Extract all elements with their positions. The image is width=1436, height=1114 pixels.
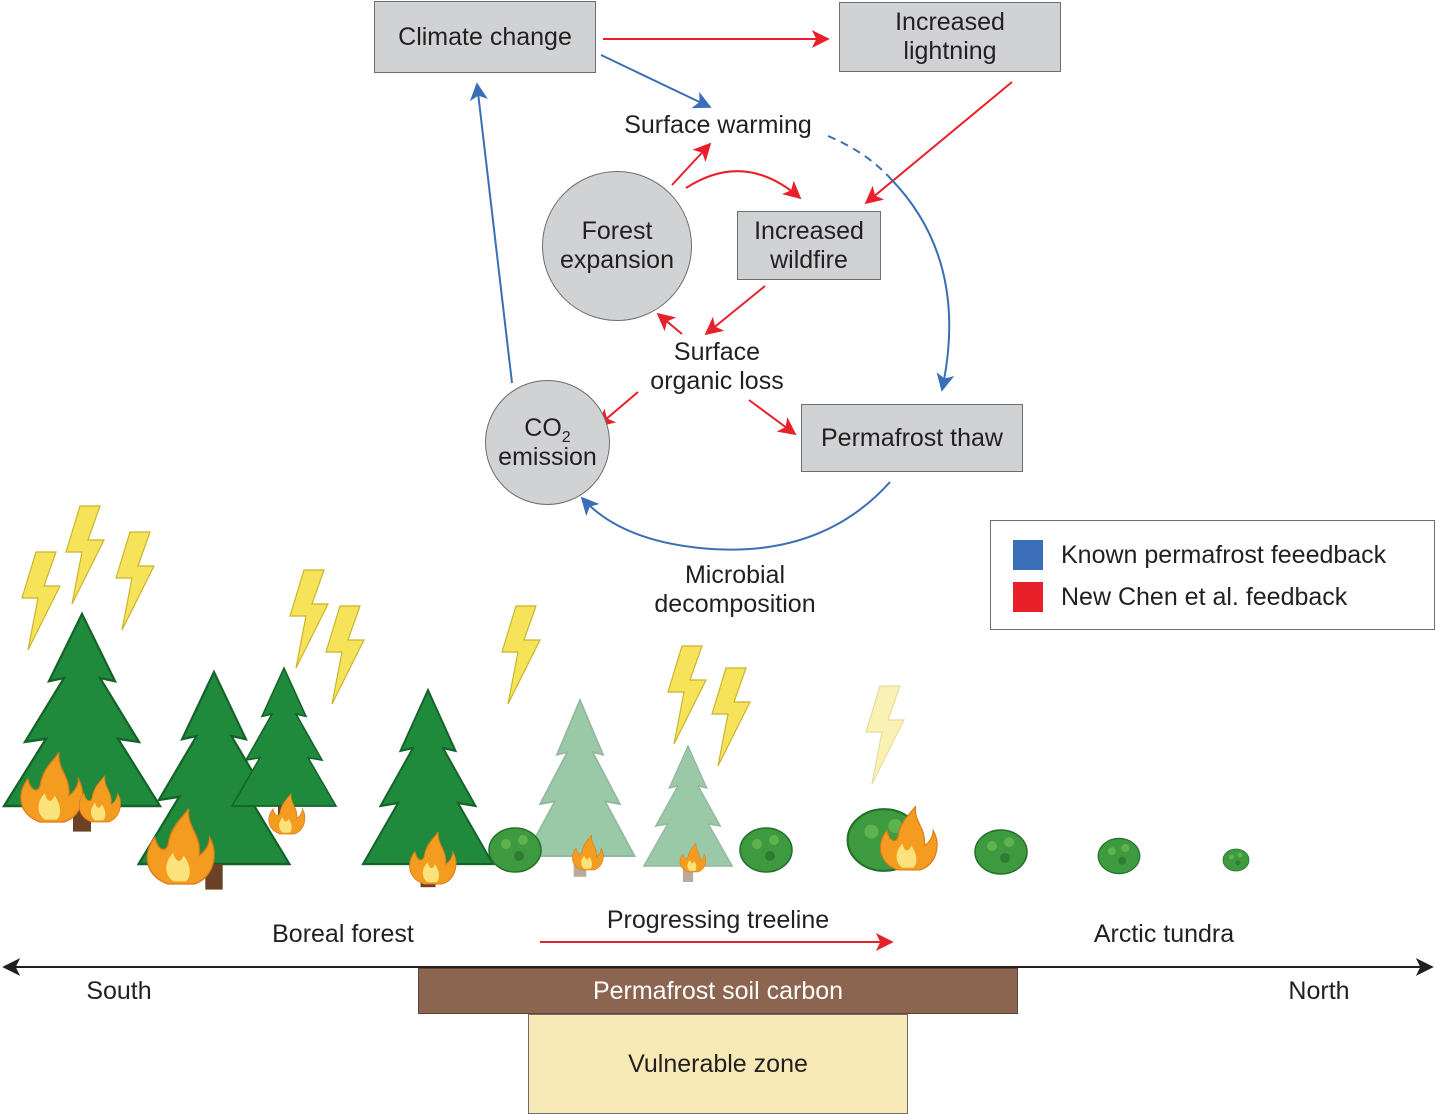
node-permafrost-thaw: Permafrost thaw — [801, 404, 1023, 472]
node-emission-label: emission — [498, 442, 597, 471]
shrub-icon — [739, 827, 793, 873]
legend-label-new: New Chen et al. feedback — [1061, 582, 1348, 611]
legend-item-known: Known permafrost feeedback — [1013, 540, 1386, 570]
lightning-bolt-icon — [115, 531, 155, 631]
node-forest-expansion: Forest expansion — [542, 171, 692, 321]
arrow-organic-to-thaw — [748, 399, 797, 436]
arrow-co2-to-climate — [469, 82, 513, 384]
legend-swatch-red — [1013, 582, 1043, 612]
node-increased-lightning-label: Increased lightning — [895, 8, 1005, 65]
label-permafrost-soil-carbon: Permafrost soil carbon — [592, 976, 844, 1005]
arrow-forest-to-warming — [671, 142, 712, 186]
co2-subscript: 2 — [561, 428, 571, 446]
node-co2-emission: CO2 emission — [485, 380, 610, 505]
node-increased-wildfire-label: Increased wildfire — [754, 216, 864, 274]
arrow-organic-to-forest — [656, 312, 683, 335]
lightning-bolt-icon — [865, 685, 905, 785]
arrow-warming-to-thaw — [889, 177, 955, 392]
legend-label-known: Known permafrost feeedback — [1061, 540, 1387, 569]
arrow-thaw-to-co2 — [580, 481, 891, 551]
lightning-bolt-icon — [325, 605, 365, 705]
lightning-bolt-icon — [711, 667, 751, 767]
lightning-bolt-icon — [289, 569, 329, 669]
node-co2-label: CO2 — [524, 413, 571, 446]
shrub-icon — [1222, 848, 1250, 872]
node-climate-change: Climate change — [374, 1, 596, 73]
label-south: South — [86, 977, 152, 1005]
node-surface-warming: Surface warming — [624, 111, 812, 139]
lightning-bolt-icon — [65, 505, 105, 605]
label-vulnerable-zone: Vulnerable zone — [628, 1049, 808, 1078]
label-north: North — [1288, 977, 1350, 1005]
lightning-bolt-icon — [667, 645, 707, 745]
legend-item-new: New Chen et al. feedback — [1013, 582, 1347, 612]
node-surface-organic-loss: Surface organic loss — [650, 338, 784, 395]
co2-text: CO — [524, 413, 562, 442]
node-increased-wildfire: Increased wildfire — [737, 211, 881, 280]
node-climate-change-label: Climate change — [398, 22, 572, 51]
label-microbial-decomposition: Microbial decomposition — [654, 561, 816, 618]
arrow-wildfire-to-organic — [704, 285, 766, 336]
label-progressing-treeline: Progressing treeline — [606, 906, 830, 934]
label-boreal-forest: Boreal forest — [272, 920, 414, 948]
vulnerable-zone-box: Vulnerable zone — [528, 1014, 908, 1114]
shrub-icon — [1097, 837, 1141, 875]
permafrost-soil-carbon-bar: Permafrost soil carbon — [418, 968, 1018, 1014]
arrow-forest-to-wildfire — [685, 170, 802, 200]
lightning-bolt-icon — [21, 551, 61, 651]
lightning-bolt-icon — [501, 605, 541, 705]
node-forest-expansion-label: Forest expansion — [560, 217, 674, 274]
pine-tree-icon — [524, 699, 636, 878]
pine-tree-icon — [231, 667, 337, 826]
node-increased-lightning: Increased lightning — [839, 2, 1061, 72]
legend: Known permafrost feeedback New Chen et a… — [990, 520, 1435, 630]
arrow-lightning-to-wildfire — [864, 81, 1013, 205]
arrow-climate-to-warming — [600, 54, 712, 109]
arrow-warming-to-thaw-dashed — [827, 135, 891, 179]
shrub-icon — [488, 827, 542, 873]
legend-swatch-blue — [1013, 540, 1043, 570]
label-arctic-tundra: Arctic tundra — [1093, 920, 1235, 948]
node-permafrost-thaw-label: Permafrost thaw — [820, 423, 1003, 452]
shrub-icon — [974, 829, 1028, 875]
